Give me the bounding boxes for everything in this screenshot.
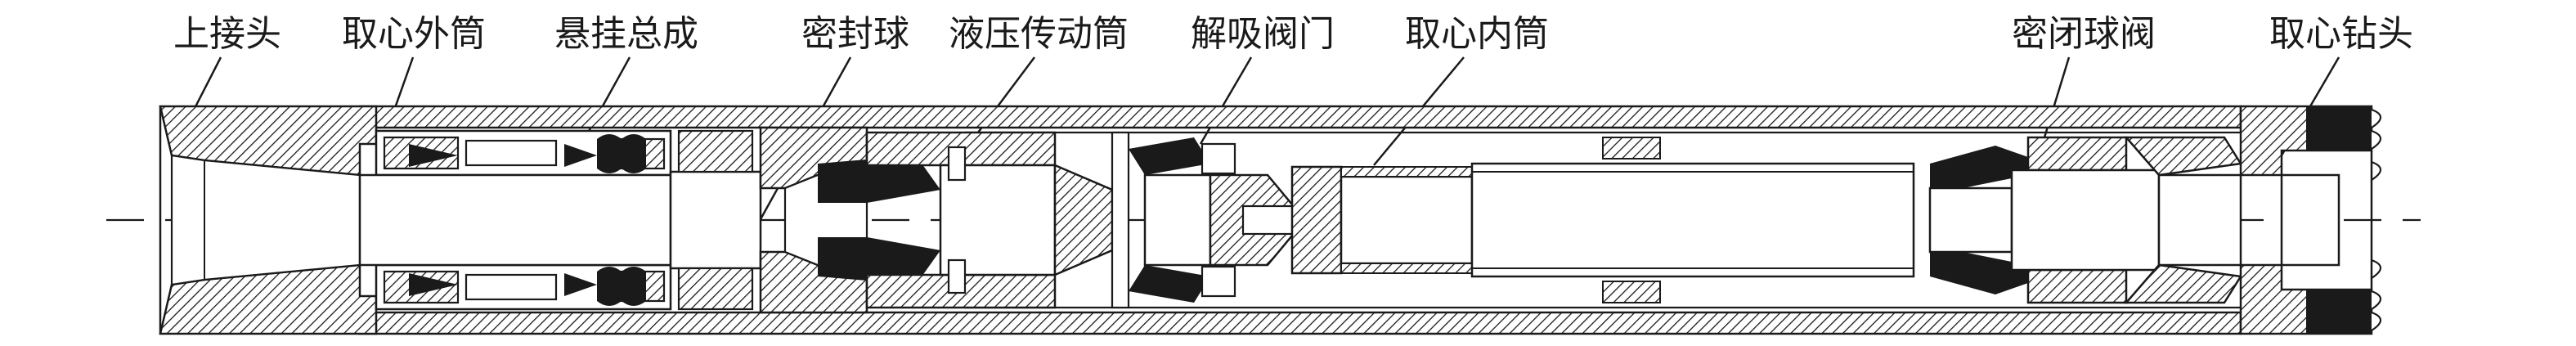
label-core-bit: 取心钻头 bbox=[2269, 13, 2413, 55]
cutter-teeth bbox=[2371, 108, 2382, 331]
leader-release-valve bbox=[1199, 56, 1253, 145]
hydraulic-barrel bbox=[865, 131, 1130, 309]
closed-ball-valve bbox=[1928, 136, 2243, 304]
label-outer-barrel: 取心外筒 bbox=[342, 13, 486, 55]
release-valve bbox=[1129, 137, 1310, 303]
label-hanger: 悬挂总成 bbox=[554, 13, 698, 55]
label-inner-barrel: 取心内筒 bbox=[1405, 13, 1549, 55]
label-release-valve: 解吸阀门 bbox=[1191, 13, 1335, 55]
outer-barrel-top-wall bbox=[358, 105, 2242, 129]
label-closed-ball-valve: 密闭球阀 bbox=[2012, 13, 2156, 55]
hanger-assembly bbox=[358, 129, 762, 311]
outer-barrel-bottom-wall bbox=[358, 311, 2242, 335]
top-sub bbox=[159, 105, 378, 335]
label-seal-ball: 密封球 bbox=[801, 13, 909, 55]
seal-ball-section bbox=[759, 126, 940, 314]
inner-barrel bbox=[1290, 137, 1915, 303]
core-bit bbox=[2239, 105, 2382, 335]
label-hydraulic-barrel: 液压传动筒 bbox=[949, 13, 1129, 55]
label-top-sub: 上接头 bbox=[173, 13, 281, 55]
labels: 上接头 取心外筒 悬挂总成 密封球 液压传动筒 解吸阀门 取心内筒 密闭球阀 取… bbox=[173, 13, 2413, 55]
